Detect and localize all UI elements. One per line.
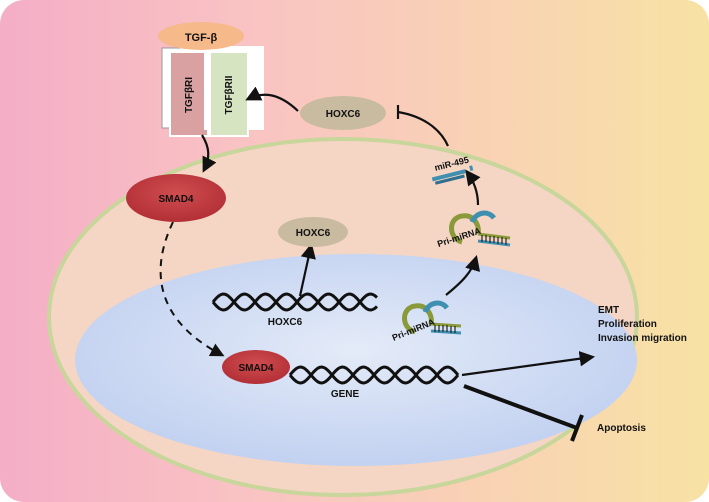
arrow-pri-mirna-to-mirna — [465, 169, 481, 206]
outcome-invasion-migration: Invasion migration — [598, 333, 687, 344]
smad4-cytoplasm-label: SMAD4 — [158, 194, 193, 205]
receptor-2 — [209, 51, 249, 137]
target-gene-label: GENE — [331, 389, 360, 400]
hoxc6-nucleus-label: HOXC6 — [296, 228, 331, 239]
nucleus — [75, 254, 637, 466]
outcome-proliferation: Proliferation — [598, 319, 657, 330]
receptor-1-label: TGFβRI — [184, 77, 195, 113]
arrow-hoxc6-to-receptor — [245, 86, 299, 112]
outcome-apoptosis: Apoptosis — [597, 423, 646, 434]
outcome-emt: EMT — [598, 305, 619, 316]
hoxc6-cytoplasm-label: HOXC6 — [326, 109, 361, 120]
inhibition-gene-to-apoptosis — [463, 384, 578, 430]
hoxc6-protein-cytoplasm — [300, 96, 386, 130]
arrow-pri-mirna-export — [445, 255, 481, 296]
arrow-receptor-to-smad4 — [201, 134, 217, 173]
smad4-nucleus — [222, 350, 290, 384]
arrow-smad4-translocation — [159, 221, 225, 357]
tgf-beta-receptor-complex: TGF-β TGFβRI TGFβRII — [158, 22, 264, 137]
inhibition-mirna-to-hoxc6 — [397, 110, 450, 147]
hoxc6-gene-dna: HOXC6 — [211, 292, 379, 328]
tgf-beta-ligand — [158, 22, 244, 50]
arrow-gene-to-hoxc6 — [298, 242, 316, 297]
hoxc6-gene-label: HOXC6 — [268, 317, 303, 328]
hoxc6-protein-nucleus — [278, 217, 348, 247]
mirna-duplex — [431, 165, 474, 185]
tgf-beta-label: TGF-β — [185, 32, 218, 44]
arrow-gene-to-emt — [461, 351, 596, 377]
inhibition-bar-apoptosis — [570, 414, 584, 442]
smad4-nucleus-label: SMAD4 — [238, 363, 273, 374]
target-gene-dna: GENE — [288, 365, 460, 400]
smad4-cytoplasm — [126, 174, 226, 222]
receptor-2-label: TGFβRII — [224, 75, 235, 114]
